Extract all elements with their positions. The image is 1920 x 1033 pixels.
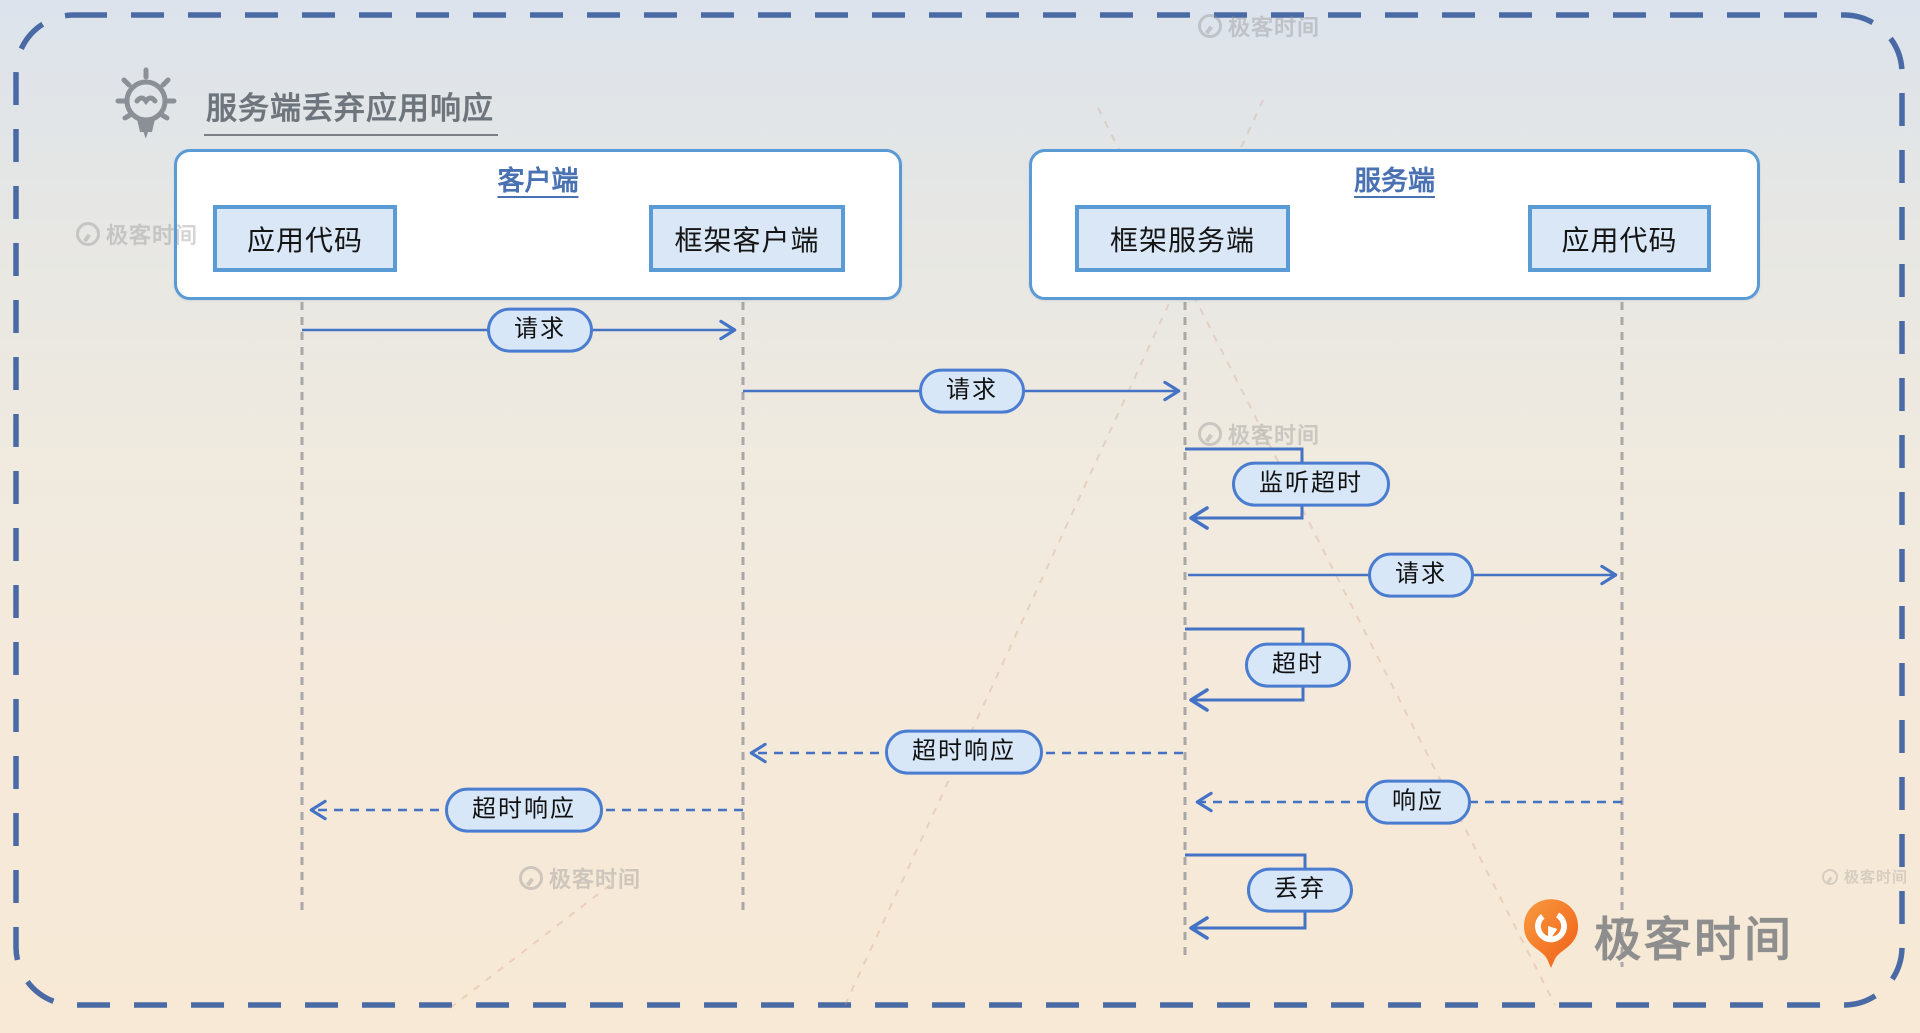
header: 服务端丢弃应用响应 bbox=[106, 60, 498, 142]
message-label-timeout: 超时 bbox=[1245, 642, 1351, 688]
geektime-logo-icon bbox=[1523, 899, 1579, 968]
watermark-logo-icon bbox=[1198, 14, 1222, 38]
message-label-response: 响应 bbox=[1365, 779, 1471, 825]
watermark-left: 极客时间 bbox=[76, 218, 198, 250]
participant-client-app-code: 应用代码 bbox=[213, 205, 397, 272]
message-label-timeout-response-2: 超时响应 bbox=[445, 787, 603, 833]
watermark-logo-icon bbox=[519, 866, 543, 890]
lifelines bbox=[300, 272, 1624, 967]
page-title: 服务端丢弃应用响应 bbox=[204, 81, 498, 136]
watermark-logo-icon bbox=[76, 222, 100, 246]
watermark-top: 极客时间 bbox=[1198, 10, 1320, 42]
watermark-middle: 极客时间 bbox=[1198, 418, 1320, 450]
lightbulb-icon bbox=[115, 67, 177, 138]
message-label-timeout-response-1: 超时响应 bbox=[885, 729, 1043, 775]
brand-logo-text: 极客时间 bbox=[1594, 912, 1794, 966]
outer-dashed-border bbox=[13, 12, 1905, 1008]
watermark-logo-icon bbox=[1822, 868, 1838, 885]
participant-client-framework: 框架客户端 bbox=[649, 205, 845, 272]
group-client-title: 客户端 bbox=[497, 166, 579, 196]
watermark-bottom-left: 极客时间 bbox=[519, 862, 641, 894]
message-label-request-1: 请求 bbox=[487, 307, 593, 353]
solid-message-arrows bbox=[302, 319, 1618, 586]
watermark-bottom-right: 极客时间 bbox=[1822, 866, 1908, 887]
self-loop-arrows bbox=[1185, 447, 1307, 940]
message-label-discard: 丢弃 bbox=[1247, 867, 1353, 913]
brand-logo: 极客时间 bbox=[1522, 898, 1794, 972]
participant-server-framework: 框架服务端 bbox=[1075, 205, 1290, 272]
participant-server-app-code: 应用代码 bbox=[1528, 205, 1711, 272]
message-label-request-2: 请求 bbox=[919, 368, 1025, 414]
watermark-logo-icon bbox=[1198, 422, 1222, 446]
message-label-listen-timeout: 监听超时 bbox=[1232, 461, 1390, 507]
group-server-title: 服务端 bbox=[1354, 166, 1435, 196]
message-label-request-3: 请求 bbox=[1368, 552, 1474, 598]
